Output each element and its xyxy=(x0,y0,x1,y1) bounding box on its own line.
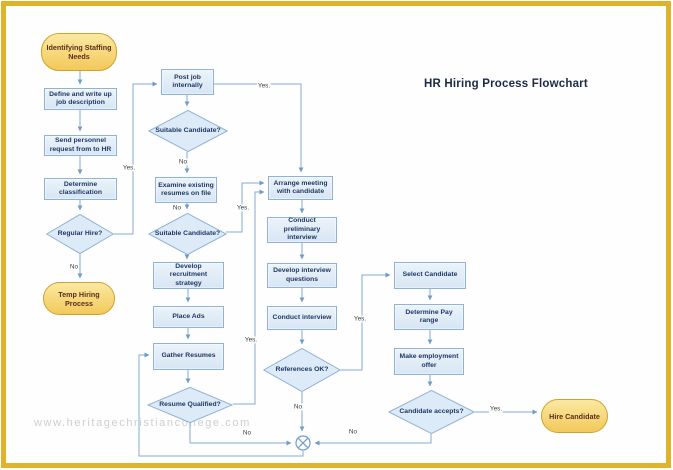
node-label: Temp Hiring Process xyxy=(58,289,100,308)
node-label: Define and write up job description xyxy=(49,90,112,106)
edge-label-yes: Yes. xyxy=(235,204,251,212)
edge-label-no: No xyxy=(68,263,80,271)
node-determine-pay: Determine Pay range xyxy=(394,304,464,330)
node-label: Make employment offer xyxy=(399,353,459,369)
node-label: Conduct preliminary interview xyxy=(283,217,321,242)
page-title: HR Hiring Process Flowchart xyxy=(424,78,588,90)
node-select-candidate: Select Candidate xyxy=(394,262,466,289)
node-candidate-accepts: Candidate accepts? xyxy=(388,390,475,434)
node-regular-hire: Regular Hire? xyxy=(46,214,114,254)
node-references-ok: References OK? xyxy=(263,348,341,392)
node-label: Suitable Candidate? xyxy=(155,126,221,134)
junction-connector-icon xyxy=(295,435,311,451)
node-label: Develop recruitment strategy xyxy=(169,262,208,287)
node-label: Send personnel request from to HR xyxy=(49,137,112,153)
circle-x-icon xyxy=(295,435,311,451)
edge-label-no: No xyxy=(292,403,304,411)
edge-label-no: No xyxy=(171,204,183,212)
node-label: Develop interview questions xyxy=(273,267,331,283)
node-suitable-candidate-2: Suitable Candidate? xyxy=(148,213,227,255)
node-resume-qualified: Resume Qualified? xyxy=(147,387,233,423)
node-place-ads: Place Ads xyxy=(153,306,224,328)
node-send-request: Send personnel request from to HR xyxy=(44,135,117,156)
node-label: Conduct interview xyxy=(272,313,332,321)
node-label: Select Candidate xyxy=(402,271,458,279)
node-label: Candidate accepts? xyxy=(399,407,464,415)
node-label: Suitable Candidate? xyxy=(154,229,221,237)
node-label: Resume Qualified? xyxy=(159,400,221,408)
node-label: Hire Candidate xyxy=(549,411,600,421)
node-label: Determine classification xyxy=(58,180,103,196)
node-define-job: Define and write up job description xyxy=(44,88,117,110)
node-examine-resumes: Examine existing resumes on file xyxy=(155,177,217,203)
node-develop-recruitment: Develop recruitment strategy xyxy=(153,262,224,289)
edge-label-no: No xyxy=(241,429,253,437)
node-label: Examine existing resumes on file xyxy=(158,181,214,197)
edge-label-yes: Yes. xyxy=(256,82,272,90)
node-hire-candidate: Hire Candidate xyxy=(541,399,608,433)
edge-label-yes: Yes. xyxy=(121,164,137,172)
edge-label-yes: Yes. xyxy=(352,315,368,323)
node-label: Post job internally xyxy=(172,73,203,89)
node-label: Regular Hire? xyxy=(57,229,103,237)
edge-label-yes: Yes. xyxy=(243,336,259,344)
node-label: Place Ads xyxy=(172,312,205,320)
node-label: Identifying Staffing Needs xyxy=(46,43,112,61)
node-label: Determine Pay range xyxy=(405,308,453,324)
node-determine-classification: Determine classification xyxy=(44,178,117,200)
node-label: References OK? xyxy=(275,365,329,373)
node-develop-questions: Develop interview questions xyxy=(267,263,337,288)
edge-label-yes: Yes. xyxy=(488,405,504,413)
node-conduct-interview: Conduct interview xyxy=(267,306,337,330)
node-label: Arrange meeting with candidate xyxy=(273,179,328,195)
node-label: Gather Resumes xyxy=(161,352,216,360)
diamond-shape xyxy=(46,214,114,254)
edge-label-no: No xyxy=(347,428,359,436)
node-arrange-meeting: Arrange meeting with candidate xyxy=(268,176,333,200)
node-post-job: Post job internally xyxy=(161,69,214,95)
node-make-offer: Make employment offer xyxy=(394,348,464,375)
node-suitable-candidate-1: Suitable Candidate? xyxy=(148,110,228,152)
node-temp-hiring: Temp Hiring Process xyxy=(43,282,115,315)
diamond-shape xyxy=(388,390,475,434)
edge-label-no: No xyxy=(177,158,189,166)
node-conduct-preliminary: Conduct preliminary interview xyxy=(267,217,337,243)
node-identifying-staffing-needs: Identifying Staffing Needs xyxy=(41,33,117,71)
node-gather-resumes: Gather Resumes xyxy=(153,343,224,370)
